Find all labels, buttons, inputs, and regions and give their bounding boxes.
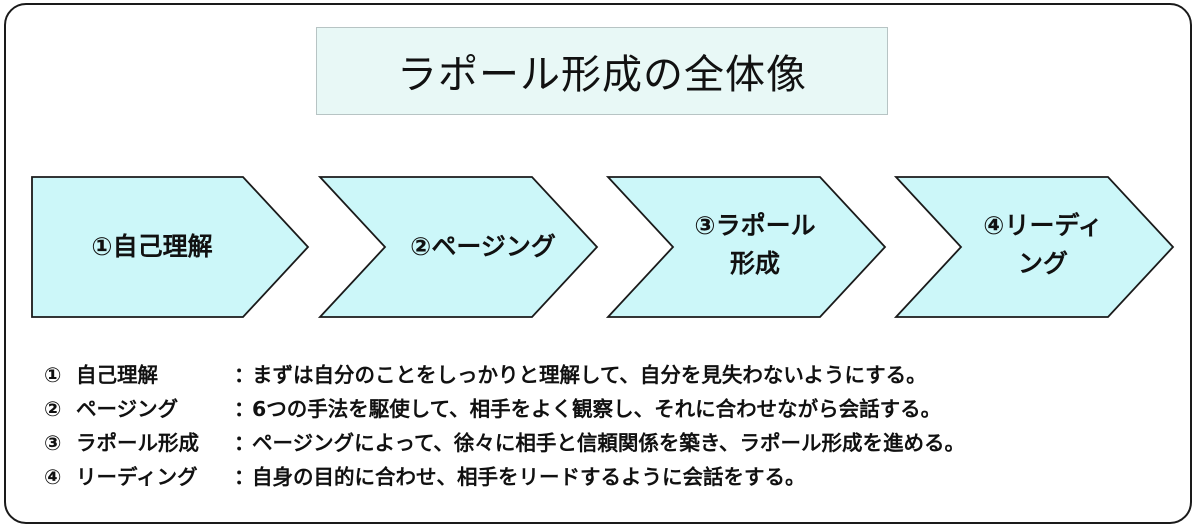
step-1-label-line1: ①自己理解 xyxy=(91,232,213,261)
chevron-step-2 xyxy=(317,176,599,318)
diagram-title-text: ラポール形成の全体像 xyxy=(397,52,807,98)
description-name: ラポール形成 xyxy=(76,431,199,455)
description-row-3: ③ ラポール形成 ： ページングによって、徐々に相手と信頼関係を築き、ラポール形… xyxy=(44,426,1164,460)
description-text: 自身の目的に合わせ、相手をリードするように会話をする。 xyxy=(252,465,806,489)
description-name: 自己理解 xyxy=(76,363,158,387)
description-colon: ： xyxy=(234,397,255,421)
outer-frame xyxy=(4,3,1192,524)
step-1-label: ①自己理解 xyxy=(52,228,252,266)
description-text: 6つの手法を駆使して、相手をよく観察し、それに合わせながら会話する。 xyxy=(252,397,942,421)
step-2-label: ②ページング xyxy=(383,228,583,266)
description-text: まずは自分のことをしっかりと理解して、自分を見失わないようにする。 xyxy=(252,363,927,387)
description-row-4: ④ リーディング ： 自身の目的に合わせ、相手をリードするように会話をする。 xyxy=(44,460,1164,494)
description-name: リーディング xyxy=(76,465,198,489)
description-colon: ： xyxy=(234,363,255,387)
step-4-label-line1: ④リーディ xyxy=(983,211,1103,240)
chevron-step-4 xyxy=(893,176,1175,318)
step-4-label-line2: ング xyxy=(1017,249,1068,278)
description-number: ① xyxy=(44,363,62,387)
description-colon: ： xyxy=(234,431,255,455)
step-4-label: ④リーディ ング xyxy=(943,207,1143,283)
description-colon: ： xyxy=(234,465,255,489)
description-row-1: ① 自己理解 ： まずは自分のことをしっかりと理解して、自分を見失わないようにす… xyxy=(44,358,1164,392)
chevron-step-1 xyxy=(31,176,310,318)
step-3-label-line1: ③ラポール xyxy=(694,211,816,240)
description-number: ② xyxy=(44,397,62,421)
description-text: ページングによって、徐々に相手と信頼関係を築き、ラポール形成を進める。 xyxy=(252,431,965,455)
description-number: ③ xyxy=(44,431,62,455)
step-descriptions: ① 自己理解 ： まずは自分のことをしっかりと理解して、自分を見失わないようにす… xyxy=(44,358,1164,494)
step-2-label-line1: ②ページング xyxy=(410,232,556,261)
diagram-title: ラポール形成の全体像 xyxy=(316,27,888,115)
step-3-label-line2: 形成 xyxy=(729,249,780,278)
description-number: ④ xyxy=(44,465,62,489)
description-name: ページング xyxy=(76,397,179,421)
chevron-step-3 xyxy=(605,176,887,318)
step-3-label: ③ラポール 形成 xyxy=(655,207,855,283)
description-row-2: ② ページング ： 6つの手法を駆使して、相手をよく観察し、それに合わせながら会… xyxy=(44,392,1164,426)
